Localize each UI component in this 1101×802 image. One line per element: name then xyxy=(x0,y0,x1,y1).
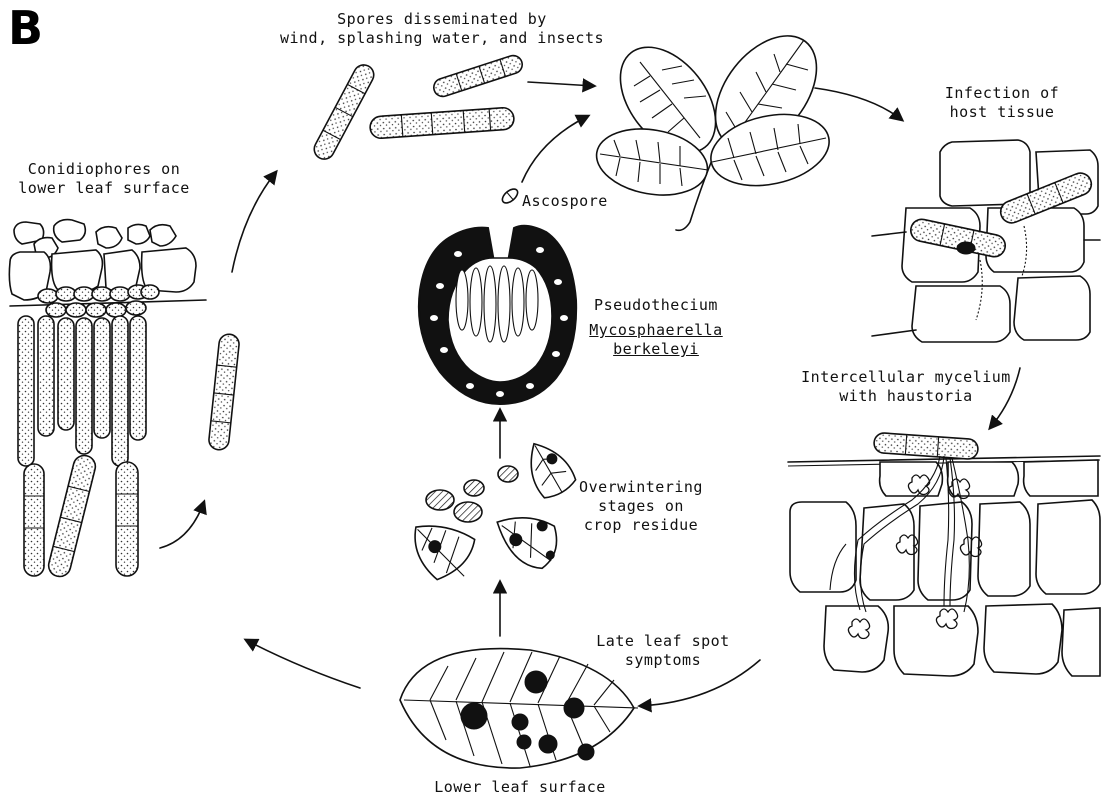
spores-label-line2: wind, splashing water, and insects xyxy=(262,29,622,48)
spore-3 xyxy=(369,107,514,139)
crop-residue xyxy=(408,434,579,585)
species-label: berkeleyi xyxy=(586,340,726,359)
intercellular-label-line1: Intercellular mycelium xyxy=(786,368,1026,387)
lower-leaf-label: Lower leaf surface xyxy=(420,778,620,797)
pseudothecium xyxy=(419,226,576,404)
infection-host-tissue xyxy=(872,140,1100,342)
arrow-symptoms-to-conidiophores xyxy=(246,640,360,688)
arrow-conidiophores-to-spores xyxy=(232,172,276,272)
pseudothecium-label: Pseudothecium Mycosphaerella berkeleyi xyxy=(586,296,726,359)
peanut-leaf xyxy=(591,17,837,230)
arrow-spores-to-leaf xyxy=(528,82,594,86)
infection-label-line1: Infection of xyxy=(922,84,1082,103)
intercellular-label: Intercellular mycelium with haustoria xyxy=(786,368,1026,406)
released-conidium xyxy=(208,333,240,450)
spores-label: Spores disseminated by wind, splashing w… xyxy=(262,10,622,48)
genus-label: Mycosphaerella xyxy=(586,321,726,340)
pseudothecium-label-title: Pseudothecium xyxy=(586,296,726,315)
arrow-ascospore-to-leaf xyxy=(522,116,588,182)
overwintering-label-line2: stages on xyxy=(574,497,708,516)
overwintering-label-line1: Overwintering xyxy=(574,478,708,497)
spore-1 xyxy=(311,61,377,162)
infection-label-line2: host tissue xyxy=(922,103,1082,122)
late-leaf-spot-label: Late leaf spot symptoms xyxy=(588,632,738,670)
arrow-conidia-release xyxy=(160,502,204,548)
conidiophores-label-line1: Conidiophores on xyxy=(4,160,204,179)
mycelium-tissue xyxy=(788,432,1100,676)
conidiophores-label: Conidiophores on lower leaf surface xyxy=(4,160,204,198)
intercellular-label-line2: with haustoria xyxy=(786,387,1026,406)
late-leaf-spot-label-line2: symptoms xyxy=(588,651,738,670)
overwintering-label-line3: crop residue xyxy=(574,516,708,535)
late-leaf-spot-label-line1: Late leaf spot xyxy=(588,632,738,651)
residue-leaf-right xyxy=(497,513,561,574)
spores-label-line1: Spores disseminated by xyxy=(262,10,622,29)
ascospore-icon xyxy=(500,186,520,205)
overwintering-label: Overwintering stages on crop residue xyxy=(574,478,708,535)
conidiophores-label-line2: lower leaf surface xyxy=(4,179,204,198)
conidiophores xyxy=(9,220,240,579)
panel-letter: B xyxy=(8,0,43,56)
disseminated-spores xyxy=(311,53,525,162)
infection-label: Infection of host tissue xyxy=(922,84,1082,122)
spore-2 xyxy=(431,53,524,99)
arrow-leaf-to-infection xyxy=(815,88,902,120)
residue-leaf-left xyxy=(408,523,476,585)
residue-leaf-top-right xyxy=(517,434,578,502)
stroma xyxy=(38,285,159,317)
conidiophore-hyphae xyxy=(18,316,146,466)
attached-conidia xyxy=(24,453,138,579)
residue-seeds xyxy=(426,466,518,522)
ascospore-label: Ascospore xyxy=(522,192,608,211)
